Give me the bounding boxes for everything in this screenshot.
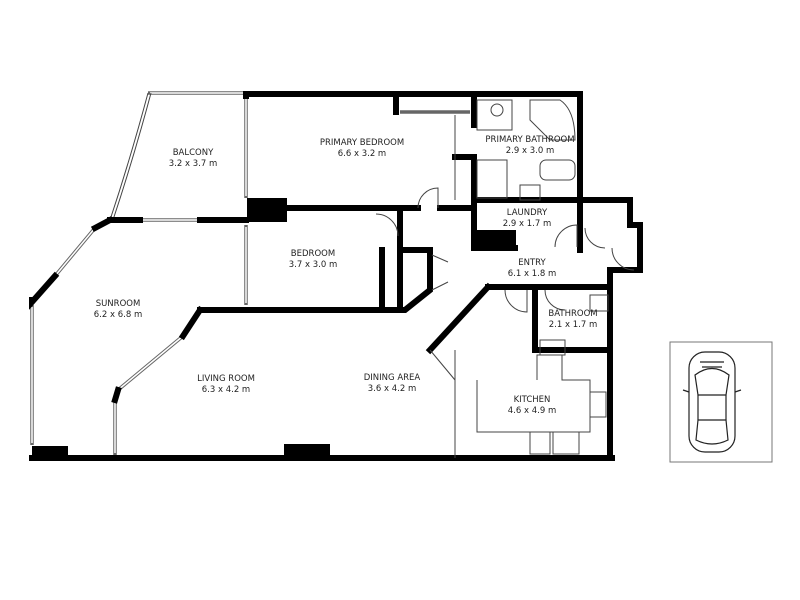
- room-size: 3.6 x 4.2 m: [367, 384, 417, 394]
- room-name: DINING AREA: [363, 373, 421, 383]
- room-name: BATHROOM: [548, 309, 598, 319]
- room-size: 3.7 x 3.0 m: [288, 260, 338, 270]
- room-size: 6.1 x 1.8 m: [507, 269, 557, 279]
- room-size: 6.3 x 4.2 m: [201, 385, 251, 395]
- car-icon: [682, 351, 742, 453]
- room-size: 2.1 x 1.7 m: [548, 320, 598, 330]
- room-size: 6.2 x 6.8 m: [93, 310, 143, 320]
- parking-space: [669, 341, 773, 463]
- room-name: LIVING ROOM: [197, 374, 255, 384]
- room-size: 6.6 x 3.2 m: [337, 149, 387, 159]
- room-name: ENTRY: [518, 258, 546, 268]
- room-name: BEDROOM: [290, 249, 336, 259]
- room-name: LAUNDRY: [506, 208, 548, 218]
- walls: [29, 91, 643, 461]
- room-name: KITCHEN: [513, 395, 551, 405]
- room-size: 2.9 x 3.0 m: [505, 146, 555, 156]
- room-name: BALCONY: [172, 148, 214, 158]
- room-name: SUNROOM: [95, 299, 141, 309]
- room-name: PRIMARY BATHROOM: [485, 135, 575, 145]
- room-size: 2.9 x 1.7 m: [502, 219, 552, 229]
- windows: [30, 91, 470, 455]
- fixtures: [375, 99, 635, 458]
- room-name: PRIMARY BEDROOM: [319, 138, 405, 148]
- room-size: 3.2 x 3.7 m: [168, 159, 218, 169]
- room-size: 4.6 x 4.9 m: [507, 406, 557, 416]
